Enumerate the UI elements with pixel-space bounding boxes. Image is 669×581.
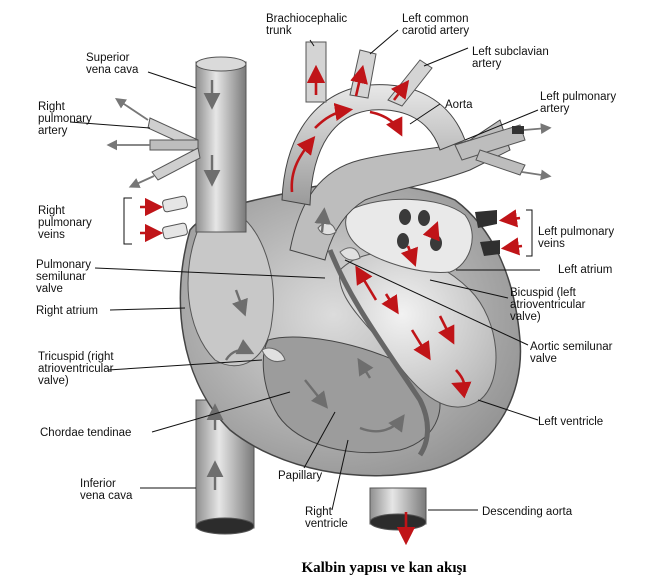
label-line: Bicuspid (left	[510, 287, 577, 299]
label-line: veins	[38, 229, 65, 241]
left-veins-bracket	[526, 209, 533, 257]
right-veins-bracket	[123, 197, 132, 245]
label-line: Left subclavian	[472, 46, 549, 58]
right-pulmonary-artery-vessel	[147, 117, 201, 181]
label-line: Right	[38, 101, 66, 113]
label-line: artery	[540, 103, 570, 115]
label-line: Aorta	[445, 99, 473, 111]
descending-aorta-vessel	[369, 487, 427, 531]
oxygenated-flow-arrows	[140, 64, 523, 546]
label-line: atrioventricular	[38, 363, 114, 375]
label-line: valve)	[38, 375, 69, 387]
label-line: artery	[472, 58, 502, 70]
label-line: Superior	[86, 52, 130, 64]
leader-lines	[69, 29, 540, 511]
deoxygenated-flow-arrows	[203, 80, 405, 490]
label-line: ventricle	[305, 518, 348, 530]
label-line: Descending aorta	[482, 506, 573, 518]
label-left-ventricle: Left ventricle	[538, 416, 603, 428]
left-pulmonary-veins-vessel	[475, 210, 500, 256]
label-line: Inferior	[80, 478, 116, 490]
label-line: vena cava	[86, 64, 139, 76]
label-line: carotid artery	[402, 25, 469, 37]
label-line: trunk	[266, 25, 292, 37]
label-chordae-tendinae: Chordae tendinae	[40, 427, 131, 439]
label-line: pulmonary	[38, 113, 92, 125]
label-aorta: Aorta	[445, 99, 473, 111]
label-line: Right atrium	[36, 305, 98, 317]
label-line: vena cava	[80, 490, 133, 502]
label-line: veins	[538, 238, 565, 250]
label-line: Left pulmonary	[540, 91, 616, 103]
right-pulmonary-veins-vessel	[162, 195, 188, 240]
label-line: Tricuspid (right	[38, 351, 114, 363]
label-line: Left common	[402, 13, 468, 25]
label-descending-aorta: Descending aorta	[482, 506, 573, 518]
label-line: artery	[38, 125, 68, 137]
label-papillary: Papillary	[278, 470, 322, 482]
pulmonary-outflow-arrows	[106, 98, 552, 188]
label-line: valve	[36, 283, 63, 295]
label-line: valve	[530, 353, 557, 365]
label-line: Chordae tendinae	[40, 427, 131, 439]
label-line: pulmonary	[38, 217, 92, 229]
superior-vena-cava-vessel	[195, 56, 247, 233]
label-right-atrium: Right atrium	[36, 305, 98, 317]
label-line: Pulmonary	[36, 259, 91, 271]
label-line: atrioventricular	[510, 299, 586, 311]
caption: Kalbin yapısı ve kan akışı	[301, 560, 466, 576]
pulmonary-trunk-vessel	[289, 119, 511, 261]
left-atrium-chamber	[345, 198, 473, 273]
label-line: Papillary	[278, 470, 322, 482]
label-line: Right	[305, 506, 333, 518]
septum	[327, 249, 430, 457]
left-pulmonary-artery-vessel	[454, 124, 526, 176]
label-left-atrium: Left atrium	[558, 264, 612, 276]
label-line: Aortic semilunar	[530, 341, 613, 353]
label-line: Right	[38, 205, 66, 217]
label-line: semilunar	[36, 271, 86, 283]
label-line: Left atrium	[558, 264, 612, 276]
label-line: Left pulmonary	[538, 226, 614, 238]
label-line: Brachiocephalic	[266, 13, 347, 25]
label-line: valve)	[510, 311, 541, 323]
label-line: Left ventricle	[538, 416, 603, 428]
